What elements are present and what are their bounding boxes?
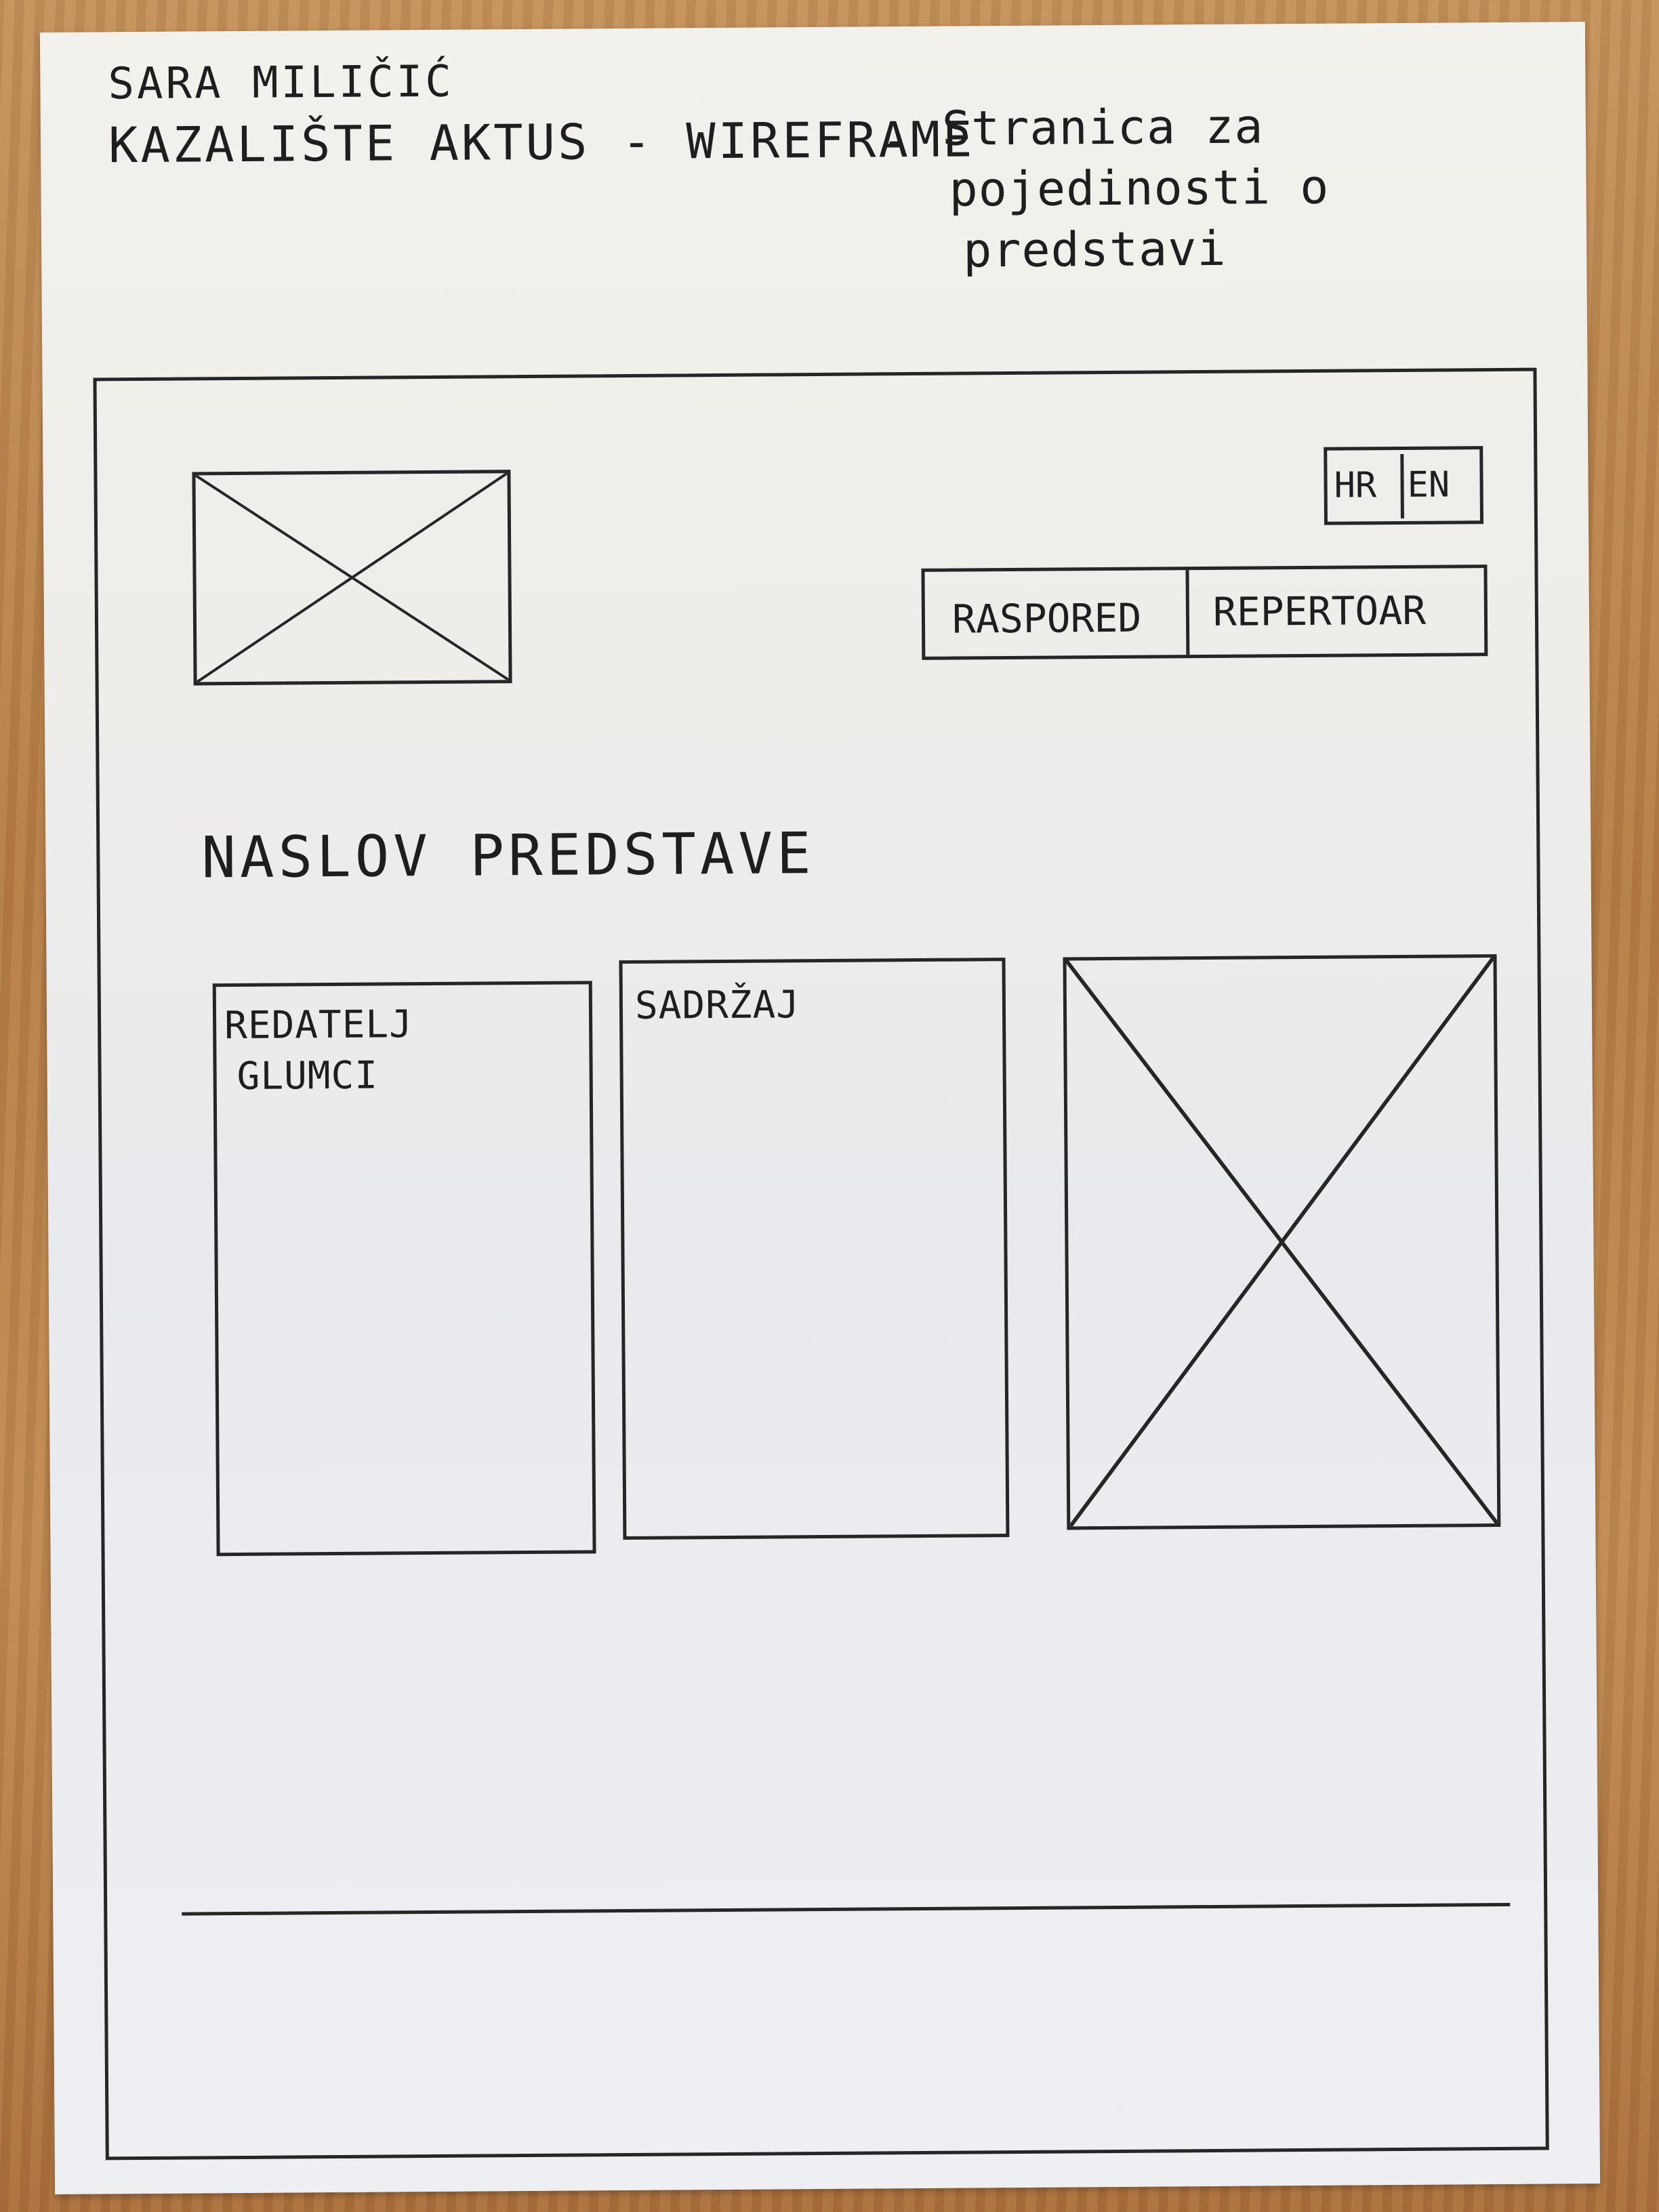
poster-placeholder[interactable] [1063,954,1501,1530]
author-note: SARA MILIČIĆ [108,56,455,110]
credits-panel: REDATELJ GLUMCI [212,981,596,1557]
subtitle-line-2: pojedinosti o [949,159,1330,218]
paper-sheet: SARA MILIČIĆ KAZALIŠTE AKTUS - WIREFRAME… [39,22,1601,2194]
lang-divider [1400,453,1404,518]
image-placeholder-icon [1066,958,1498,1527]
nav-item-repertoar[interactable]: REPERTOAR [1212,587,1427,635]
lang-hr-button[interactable]: HR [1334,465,1377,506]
nav-item-raspored[interactable]: RASPORED [951,594,1142,642]
subtitle-line-3: predstavi [962,220,1227,279]
footer-area [182,1910,1511,2136]
lang-en-button[interactable]: EN [1407,464,1450,506]
project-dash: - [880,111,914,169]
main-nav: RASPORED REPERTOAR [921,565,1488,660]
subtitle-line-1: Stranica za [941,98,1264,157]
director-label: REDATELJ [224,1002,413,1048]
actors-label: GLUMCI [237,1053,379,1099]
nav-divider [1185,570,1190,655]
logo-placeholder[interactable] [192,470,512,686]
image-placeholder-icon [195,473,509,682]
wireframe-frame: HR EN RASPORED REPERTOAR NASLOV PREDSTAV… [93,367,1549,2160]
language-switch: HR EN [1324,446,1484,525]
content-panel: SADRŽAJ [619,958,1010,1540]
show-title: NASLOV PREDSTAVE [201,820,815,891]
project-note: KAZALIŠTE AKTUS - WIREFRAME [108,110,975,174]
content-label: SADRŽAJ [634,983,800,1028]
